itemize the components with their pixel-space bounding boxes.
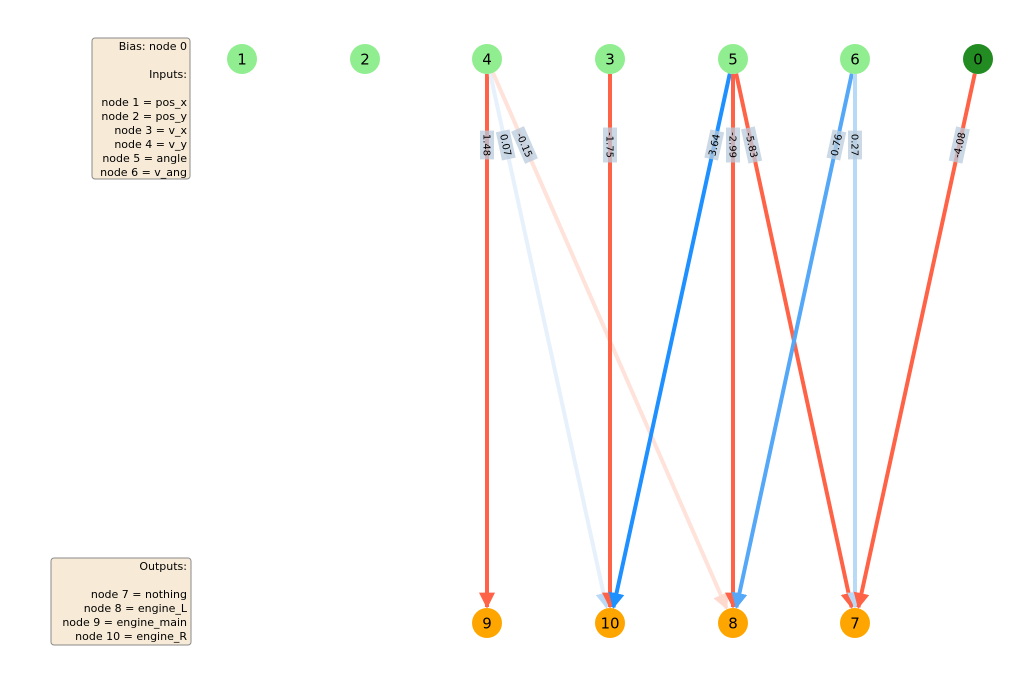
legend-bottom-lines-line: Outputs:	[139, 560, 187, 573]
node-label: 3	[605, 51, 615, 69]
legend-top-box	[91, 37, 191, 180]
edge-6-8	[731, 73, 854, 609]
edge-weight-bg	[848, 130, 862, 160]
edge-weight: 0.76	[830, 133, 845, 157]
node-10: 10	[595, 608, 625, 638]
node-4: 4	[472, 44, 502, 74]
legend-bottom-lines-line: node 10 = engine_R	[75, 630, 187, 643]
edge-weight-bg	[948, 126, 970, 164]
node-circle	[840, 608, 870, 638]
edge-weight-bg	[495, 129, 516, 161]
node-circle	[718, 608, 748, 638]
node-label: 9	[482, 615, 492, 633]
node-label: 5	[728, 51, 738, 69]
legend-top-lines-line: node 3 = v_x	[114, 124, 187, 137]
edge-weight: -4.08	[952, 131, 968, 159]
node-label: 2	[360, 51, 370, 69]
edge-label-4-9: 1.48	[480, 130, 494, 160]
edge-weight-bg	[480, 130, 494, 160]
legend-top-lines-line: node 4 = v_y	[114, 138, 187, 151]
legend-bottom-box	[50, 557, 192, 646]
node-circle	[840, 44, 870, 74]
node-label: 8	[728, 615, 738, 633]
edge-weight: 3.64	[707, 133, 722, 157]
node-0: 0	[963, 44, 993, 74]
edge-label-3-10: -1.75	[603, 127, 617, 163]
edge-label-4-10: 0.07	[495, 129, 516, 161]
edge-weight-bg	[603, 127, 617, 163]
node-circle	[472, 608, 502, 638]
legend-bottom-lines-line: node 9 = engine_main	[62, 616, 187, 629]
node-3: 3	[595, 44, 625, 74]
node-label: 7	[850, 615, 860, 633]
node-circle	[718, 44, 748, 74]
edge-labels: 1.48 0.07-0.15 -1.75 3.64 -2.99 -5.83 0.76 0.27…	[480, 126, 970, 164]
edge-label-5-10: 3.64	[704, 129, 725, 161]
node-label: 0	[973, 51, 983, 69]
legend-bottom-lines-line: node 7 = nothing	[91, 588, 187, 601]
node-2: 2	[350, 44, 380, 74]
legend-bottom-lines-line: node 8 = engine_L	[84, 602, 188, 615]
node-circle	[227, 44, 257, 74]
edge-weight-bg	[704, 129, 725, 161]
node-label: 10	[600, 615, 619, 633]
edge-label-0-7: -4.08	[948, 126, 970, 164]
edge-label-6-8: 0.76	[826, 129, 847, 161]
edge-weight-bg	[741, 126, 763, 164]
edge-weight: 0.07	[497, 133, 512, 157]
node-7: 7	[840, 608, 870, 638]
legend-top-lines-line: node 5 = angle	[102, 152, 187, 165]
node-circle	[472, 44, 502, 74]
edge-weight: 0.27	[849, 134, 860, 156]
node-circle	[350, 44, 380, 74]
edge-weight: -5.83	[743, 131, 759, 159]
node-label: 1	[237, 51, 247, 69]
node-circle	[963, 44, 993, 74]
edge-label-5-8: -2.99	[726, 127, 740, 163]
edge-weight-bg	[826, 129, 847, 161]
legend-top-lines-line: node 1 = pos_x	[101, 96, 187, 109]
node-1: 1	[227, 44, 257, 74]
edge-label-6-7: 0.27	[848, 130, 862, 160]
edge-weight: -1.75	[604, 132, 615, 158]
node-5: 5	[718, 44, 748, 74]
edge-4-10	[488, 73, 612, 609]
legend-top-lines-line: node 2 = pos_y	[101, 110, 187, 123]
node-circle	[595, 44, 625, 74]
edge-weight-bg	[726, 127, 740, 163]
node-8: 8	[718, 608, 748, 638]
node-label: 4	[482, 51, 492, 69]
node-circle	[595, 608, 625, 638]
node-label: 6	[850, 51, 860, 69]
legend-top-lines-line: Inputs:	[149, 68, 187, 81]
edge-0-7	[853, 73, 977, 609]
nodes: 1 2 4 3 5 6 0 9 10 8 7	[227, 44, 993, 638]
edge-weight: 1.48	[481, 134, 492, 156]
edges	[479, 71, 977, 610]
edge-weight-bg	[511, 126, 538, 164]
edge-weight: -2.99	[727, 132, 738, 158]
node-6: 6	[840, 44, 870, 74]
edge-label-4-8: -0.15	[511, 126, 538, 164]
node-9: 9	[472, 608, 502, 638]
legend-top-lines-line: node 6 = v_ang	[100, 166, 187, 179]
edge-5-10	[608, 73, 732, 609]
edge-label-5-7: -5.83	[741, 126, 763, 164]
legend-top-lines-line: Bias: node 0	[119, 40, 187, 53]
